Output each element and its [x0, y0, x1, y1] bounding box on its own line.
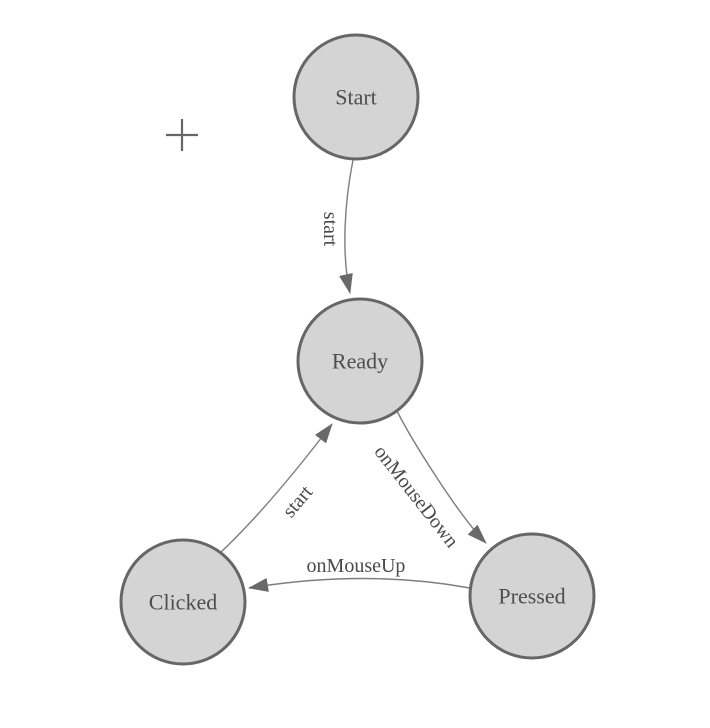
- transition-path-pressed-to-clicked[interactable]: [248, 577, 471, 592]
- transition-start-to-ready: start: [319, 159, 354, 294]
- state-label: Start: [335, 85, 377, 110]
- transition-label[interactable]: start: [319, 212, 341, 247]
- transition-path-start-to-ready[interactable]: [339, 159, 354, 294]
- add-state-button[interactable]: [166, 119, 198, 151]
- state-node-pressed[interactable]: Pressed: [468, 532, 596, 660]
- state-node-start[interactable]: Start: [292, 33, 420, 161]
- state-label: Clicked: [149, 590, 217, 615]
- state-node-clicked[interactable]: Clicked: [119, 538, 247, 666]
- transition-clicked-to-ready: start: [219, 423, 333, 554]
- state-circle: [119, 538, 247, 666]
- transition-ready-to-pressed: onMouseDown: [370, 410, 487, 552]
- state-label: Ready: [332, 349, 388, 374]
- transition-path-clicked-to-ready[interactable]: [219, 423, 333, 554]
- state-circle: [292, 33, 420, 161]
- state-circle: [468, 532, 596, 660]
- state-label: Pressed: [498, 584, 565, 609]
- transition-path-ready-to-pressed[interactable]: [396, 410, 487, 544]
- state-circle: [296, 297, 424, 425]
- transition-pressed-to-clicked: onMouseUp: [248, 555, 471, 592]
- state-node-ready[interactable]: Ready: [296, 297, 424, 425]
- transition-label[interactable]: onMouseUp: [307, 555, 406, 577]
- transition-label[interactable]: start: [278, 481, 317, 522]
